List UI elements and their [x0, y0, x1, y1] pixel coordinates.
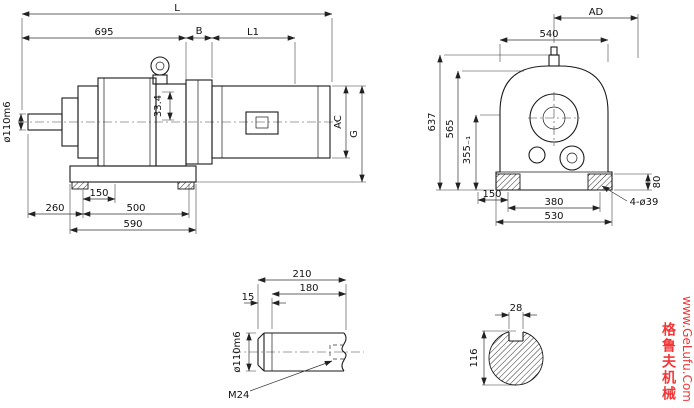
foot-pad-right [177, 181, 195, 190]
dim-dia-label: ø110m6 [232, 331, 243, 372]
dim-637-label: 637 [427, 112, 438, 131]
dim-AC: AC [332, 85, 350, 159]
dim-AD-label: AD [589, 7, 604, 18]
dim-590-label: 590 [123, 219, 142, 230]
dim-500: 500 [82, 184, 190, 218]
dim-260-label: 260 [45, 203, 64, 214]
dim-260: 260 [27, 134, 84, 218]
dim-180: 180 [271, 283, 347, 329]
dim-355: 355₋₁ [462, 114, 500, 191]
bore-small-left [528, 146, 546, 164]
dim-28-label: 28 [510, 303, 523, 314]
dim-116-label: 116 [469, 348, 480, 367]
dim-L1-label: L1 [247, 27, 259, 38]
label-foot-holes: 4-ø39 [601, 185, 659, 208]
eyebolt-base [152, 74, 168, 85]
dim-116: 116 [469, 330, 516, 386]
dim-L: L [21, 3, 333, 110]
foot-pad-left [71, 181, 89, 190]
watermark-site-text: www.GeLufu.Com [680, 296, 694, 402]
dim-355-label: 355₋₁ [462, 136, 473, 164]
bore-small-right [559, 145, 585, 171]
housing-outline [495, 65, 613, 191]
motor-body [211, 85, 331, 159]
dim-180-label: 180 [299, 283, 318, 294]
dim-holes-label: 4-ø39 [630, 197, 659, 208]
dim-G: G [196, 85, 366, 183]
dim-210-label: 210 [292, 269, 311, 280]
dim-B: B [185, 26, 213, 41]
dim-540-label: 540 [539, 29, 558, 40]
label-thread: M24 [228, 360, 333, 401]
dim-380: 380 [507, 192, 601, 212]
dim-565-label: 565 [445, 119, 456, 138]
dim-590: 590 [69, 184, 197, 234]
dim-565: 565 [445, 70, 524, 191]
dim-530-label: 530 [544, 211, 563, 222]
shaft-break-line [341, 332, 347, 372]
end-view: AD 540 637 565 355₋₁ 150 [427, 7, 663, 226]
end-foot-pad-left [495, 173, 521, 191]
dim-695: 695 [21, 27, 187, 82]
dim-L1: L1 [211, 27, 296, 84]
watermark-brand-text: 格鲁夫机械 [660, 322, 676, 402]
dim-shaft-dia-label: ø110m6 [2, 101, 13, 142]
dim-AC-label: AC [333, 115, 344, 129]
dim-B-label: B [196, 26, 203, 37]
dim-150-end-label: 150 [482, 189, 501, 200]
terminal-box [245, 111, 279, 135]
dim-80-label: 80 [652, 176, 663, 189]
dim-695-label: 695 [94, 27, 113, 38]
top-shaft-tip [550, 46, 558, 56]
dim-L-label: L [174, 3, 180, 14]
dim-28: 28 [495, 303, 537, 329]
dim-150-end: 150 [477, 189, 509, 212]
dim-150-side-label: 150 [89, 188, 108, 199]
dim-thread-label: M24 [228, 390, 249, 401]
dim-540: 540 [499, 29, 609, 62]
dim-shaft-diameter: ø110m6 [2, 101, 26, 143]
dim-500-label: 500 [126, 203, 145, 214]
tapped-hole-hidden [329, 344, 344, 360]
shaft-section-view: 28 116 [469, 303, 544, 386]
dim-80: 80 [614, 173, 663, 191]
dim-380-label: 380 [544, 197, 563, 208]
side-view: L 695 B L1 ø110m6 33.4 AC [2, 3, 366, 234]
shaft-detail-view: 210 180 15 ø110m6 M24 [228, 269, 364, 401]
dim-AD: AD [553, 7, 639, 58]
dim-15: 15 [242, 292, 286, 306]
dim-637: 637 [427, 54, 548, 191]
mounting-base [69, 165, 197, 183]
dim-530: 530 [495, 192, 613, 226]
dim-15-label: 15 [242, 292, 255, 303]
dim-33-4-label: 33.4 [153, 95, 164, 117]
end-foot-pad-right [587, 173, 613, 191]
keyway [508, 332, 524, 342]
dim-33-4: 33.4 [153, 91, 174, 121]
eyebolt-ring [150, 56, 170, 76]
top-shaft-stub [548, 54, 560, 67]
dim-G-label: G [349, 130, 360, 138]
dim-210: 210 [257, 269, 347, 330]
dim-shaft-dia2: ø110m6 [232, 331, 256, 373]
